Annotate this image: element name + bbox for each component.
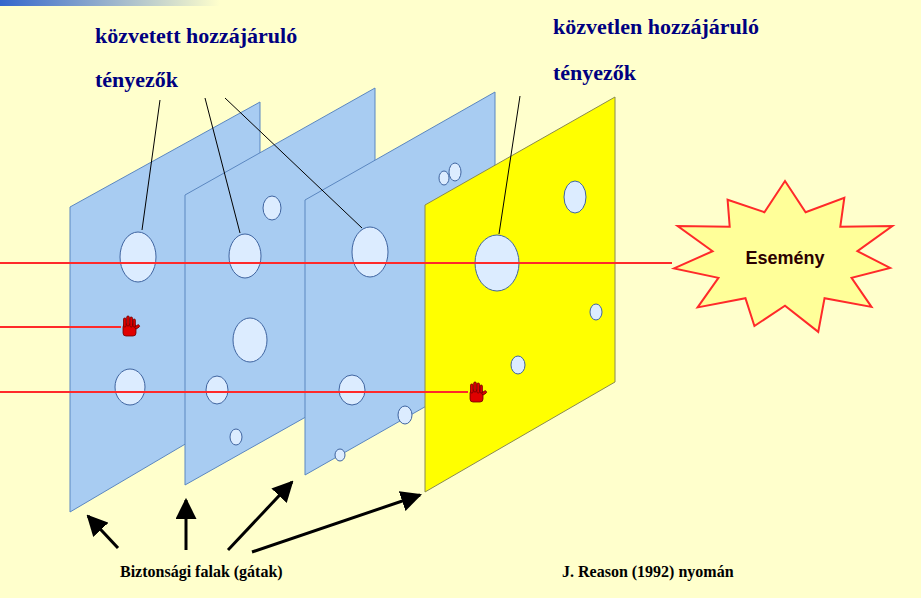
contributing-factor-label: közvetett hozzájáruló tényezők — [95, 14, 340, 102]
stop-hand — [470, 382, 487, 402]
header-bar — [0, 0, 220, 6]
event-starburst: Esemény — [665, 179, 905, 337]
source-note: J. Reason (1992) nyomán — [562, 562, 862, 582]
hazard-line — [0, 263, 672, 392]
contributing-factor-label: közvetlen hozzájáruló tényezők — [553, 4, 808, 96]
barrier-panel-direct — [425, 97, 615, 492]
leader-line — [142, 96, 520, 234]
event-label: Esemény — [745, 248, 824, 269]
barrier-arrow — [88, 482, 420, 552]
barrier-label: Biztonsági falak (gátak) — [120, 562, 420, 582]
node-text-holder: Esemény — [665, 179, 905, 337]
stop-hand — [123, 316, 140, 336]
starburst-shape — [674, 181, 892, 332]
